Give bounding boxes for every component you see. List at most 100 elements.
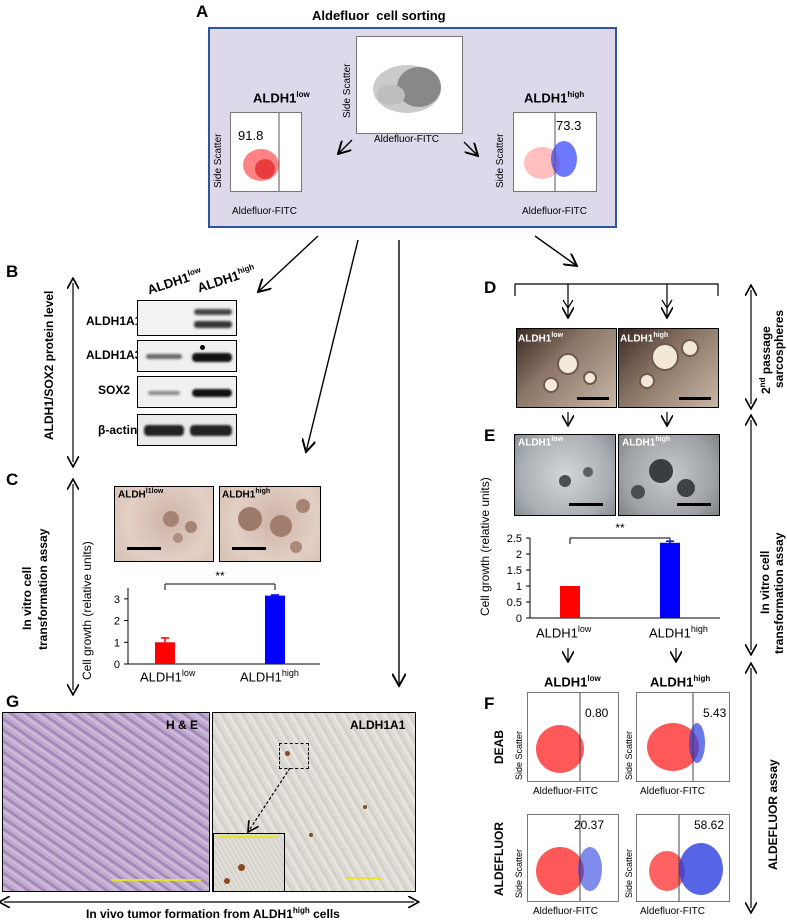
high-scatter-plot	[513, 112, 597, 192]
blot-label-aldh1a3: ALDH1A3	[86, 348, 142, 362]
chart-c-ytick-label: 0	[114, 659, 120, 671]
panel-label-c: C	[6, 470, 19, 489]
panel-e-image-low	[514, 434, 616, 516]
panel-label-b: B	[6, 262, 19, 281]
blot-bactin	[137, 414, 237, 446]
chart-e-cat-low: ALDH1low	[536, 624, 592, 641]
low-scatter-cloud	[243, 113, 280, 191]
high-scatter-cloud	[524, 113, 577, 191]
panel-e-image-high	[618, 434, 720, 516]
panel-e-image-high-label: ALDH1high	[622, 436, 671, 449]
panel-g-ihc-label: ALDH1A1	[350, 718, 406, 732]
panel-f-side-label: ALDEFLUOR assay	[766, 759, 780, 870]
chart-e-ytick-label: 1	[516, 581, 522, 593]
panel-a-title: Aldefluor cell sorting	[312, 8, 446, 23]
panel-d-side-label-2: sarcospheres	[772, 309, 786, 388]
chart-e: ** 0 0.5 1 1.5 2 2.5	[507, 521, 720, 625]
panel-c-image-low-label: ALDHl1low	[118, 488, 164, 501]
chart-e-significance: **	[615, 521, 625, 535]
chart-c: ** 0 1 2 3	[114, 569, 320, 671]
panel-label-g: G	[6, 692, 20, 711]
panel-a-low-title: ALDH1low	[253, 90, 310, 106]
panel-d-image-low	[516, 328, 617, 408]
f-xlabel-2: Aldefluor-FITC	[640, 786, 706, 797]
blot-sox2	[137, 376, 237, 408]
chart-c-ytick-label: 2	[114, 616, 120, 628]
center-scatter-cloud	[373, 65, 441, 113]
chart-c-ytick-label: 1	[114, 637, 120, 649]
panel-d-image-high-label: ALDH1high	[620, 332, 669, 345]
chart-c-bar	[155, 642, 175, 664]
f-ylabel-4: Side Scatter	[624, 848, 634, 898]
f-value-ald-high: 58.62	[694, 818, 725, 832]
panel-g-he-label: H & E	[166, 718, 199, 732]
panel-c-side-label-2: transformation assay	[36, 528, 50, 650]
blot-label-aldh1a1: ALDH1A1	[86, 314, 142, 328]
blot-label-sox2: SOX2	[98, 383, 131, 397]
chart-c-ylabel: Cell growth (relative units)	[80, 541, 94, 680]
panel-c-image-high-label: ALDH1high	[222, 488, 271, 501]
blot-aldh1a3	[137, 340, 237, 372]
panel-f-row-deab: DEAB	[492, 729, 506, 764]
center-scatter-plot	[356, 36, 463, 134]
chart-e-ytick-label: 0.5	[507, 597, 522, 609]
chart-c-cat-high: ALDH1high	[240, 668, 299, 685]
chart-e-ytick-label: 2.5	[507, 533, 522, 545]
panel-g-bottom-label: In vivo tumor formation from ALDH1high c…	[86, 906, 340, 921]
panel-label-f: F	[484, 694, 495, 713]
arrow-to-d	[534, 235, 577, 266]
chart-e-bar	[660, 542, 680, 618]
arrow-to-b	[258, 235, 319, 292]
low-plot-value: 91.8	[238, 128, 264, 143]
chart-c-ytick-label: 3	[114, 594, 120, 606]
f-xlabel-3: Aldefluor-FITC	[533, 906, 599, 917]
chart-e-cat-high: ALDH1high	[649, 624, 708, 641]
panel-e-side-label-2: transformation assay	[772, 532, 786, 654]
panel-g-he-image	[2, 712, 210, 892]
f-ylabel-1: Side Scatter	[514, 730, 524, 780]
panel-g-zoom-arrow	[240, 767, 291, 850]
panel-c-image-low	[114, 486, 214, 562]
panel-c-side-label-1: In vitro cell	[20, 566, 34, 630]
arrow-a-to-high	[463, 141, 478, 156]
panel-d-side-label-1: 2nd passage	[758, 326, 773, 394]
chart-c-cat-low: ALDH1low	[140, 668, 196, 685]
chart-e-ytick-label: 0	[516, 613, 522, 625]
blot-aldh1a1	[137, 300, 237, 336]
chart-e-bar	[560, 586, 580, 618]
low-scatter-plot	[230, 112, 302, 192]
panel-d-image-low-label: ALDH1low	[518, 332, 564, 345]
panel-label-d: D	[484, 278, 497, 297]
panel-label-a: A	[196, 2, 209, 21]
panel-b-side-label: ALDH1/SOX2 protein level	[42, 290, 56, 440]
panel-f-row-aldefluor: ALDEFLUOR	[492, 822, 506, 896]
panel-f-col-low: ALDH1low	[544, 674, 601, 690]
f-plot-deab-low	[527, 692, 619, 782]
panel-a-high-title: ALDH1high	[524, 90, 585, 106]
chart-c-significance: **	[215, 569, 225, 583]
f-plot-ald-low	[527, 814, 619, 902]
arrow-a-to-low	[338, 139, 353, 154]
panel-d-image-high	[618, 328, 719, 408]
f-ylabel-3: Side Scatter	[514, 848, 524, 898]
chart-e-ytick-label: 2	[516, 549, 522, 561]
panel-e-side-label-1: In vitro cell	[758, 550, 772, 614]
f-xlabel-4: Aldefluor-FITC	[640, 906, 706, 917]
chart-e-ytick-label: 1.5	[507, 565, 522, 577]
f-plot-ald-high	[636, 814, 730, 902]
low-plot-xlabel: Aldefluor-FITC	[232, 206, 298, 217]
high-plot-value: 73.3	[556, 118, 582, 133]
chart-c-bar	[265, 595, 285, 664]
panel-g-ihc-image	[212, 712, 416, 892]
f-value-deab-low: 0.80	[585, 706, 609, 720]
blot-label-bactin: β-actin	[98, 423, 138, 437]
panel-d-bracket	[514, 283, 719, 296]
arrow-to-c	[306, 239, 359, 452]
panel-f-col-high: ALDH1high	[650, 674, 711, 690]
panel-label-e: E	[484, 426, 496, 445]
panel-e-image-low-label: ALDH1low	[518, 436, 564, 449]
f-plot-deab-high	[636, 692, 730, 782]
high-plot-xlabel: Aldefluor-FITC	[522, 206, 588, 217]
f-value-ald-low: 20.37	[574, 818, 605, 832]
